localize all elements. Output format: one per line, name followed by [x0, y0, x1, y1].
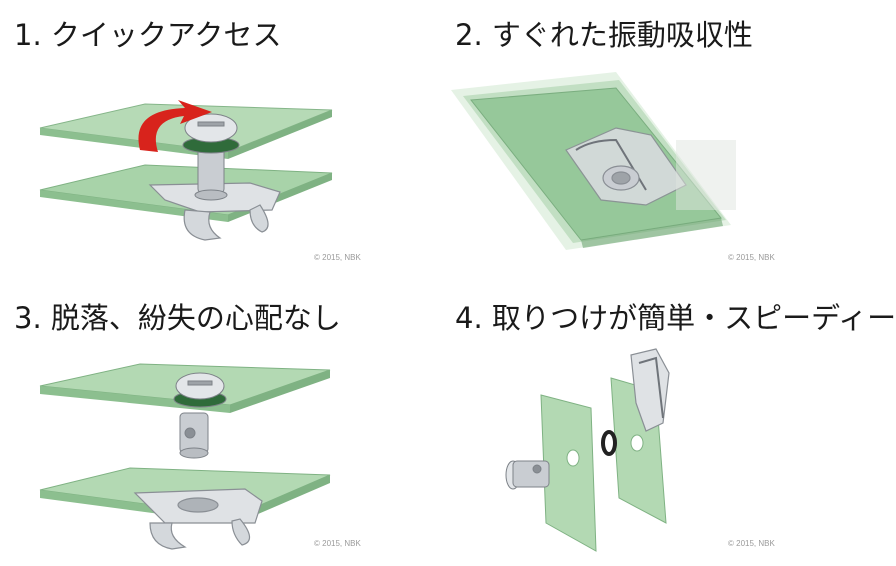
installation-illustration	[505, 348, 670, 552]
panel-title: 2. すぐれた振動吸収性	[455, 18, 753, 52]
panel-quick-access: 1. クイックアクセス © 2015, NBK	[0, 0, 441, 283]
panel-vibration-absorption: 2. すぐれた振動吸収性 © 2015, NBK	[441, 0, 882, 283]
fastener	[173, 372, 227, 459]
copyright-note: © 2015, NBK	[728, 253, 775, 262]
panel-title: 4. 取りつけが簡単・スピーディー	[455, 301, 896, 335]
panel-no-dropout: 3. 脱落、紛失の心配なし © 2015, NBK	[0, 283, 441, 566]
rotation-arrow	[138, 100, 212, 152]
fastener	[505, 460, 550, 490]
fastener	[182, 113, 240, 201]
copyright-note: © 2015, NBK	[314, 253, 361, 262]
copyright-note: © 2015, NBK	[728, 539, 775, 548]
panel-title: 1. クイックアクセス	[14, 18, 282, 52]
spring-clip	[630, 348, 670, 432]
panel-title: 3. 脱落、紛失の心配なし	[14, 301, 341, 335]
panel-easy-installation: 4. 取りつけが簡単・スピーディー © 2015, NBK	[441, 283, 896, 566]
spring-clip	[133, 488, 263, 550]
quick-access-illustration	[39, 100, 333, 241]
spring-clip	[565, 127, 687, 206]
copyright-note: © 2015, NBK	[314, 539, 361, 548]
washer	[601, 430, 617, 456]
vibration-illustration	[451, 72, 736, 250]
no-dropout-illustration	[39, 363, 331, 550]
